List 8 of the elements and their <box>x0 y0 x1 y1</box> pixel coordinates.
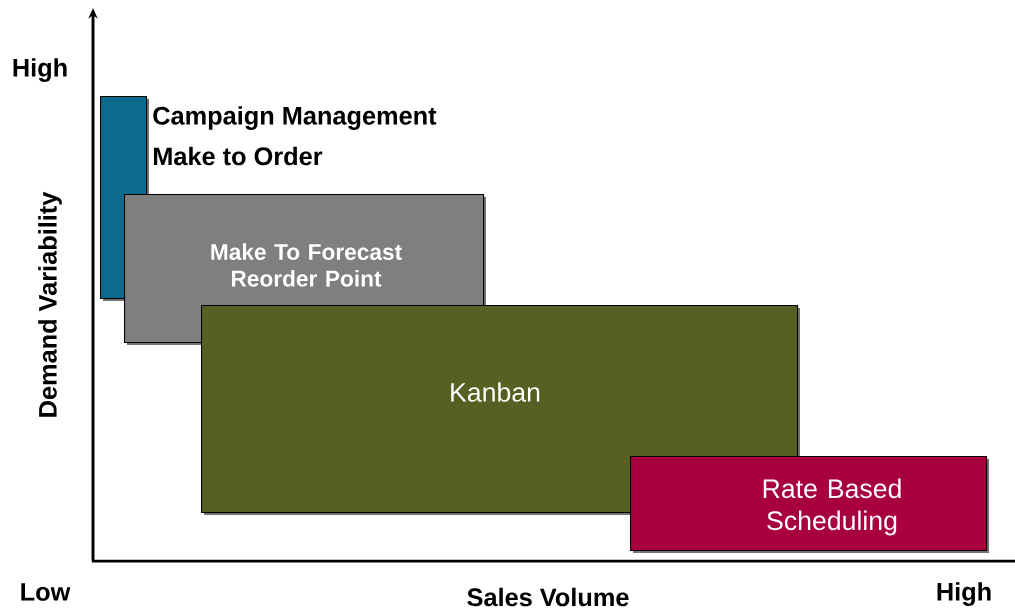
high-label: High <box>13 58 67 82</box>
axis-title: Demand Variability <box>38 191 62 417</box>
bar-caption: Campaign Management <box>153 106 437 130</box>
low-label: Low <box>21 583 71 601</box>
bar-caption: Make to Order <box>153 146 323 166</box>
axis-title: Sales Volume <box>467 587 629 607</box>
process-box: Rate Based Scheduling <box>630 456 989 553</box>
high-label: High <box>937 582 991 606</box>
